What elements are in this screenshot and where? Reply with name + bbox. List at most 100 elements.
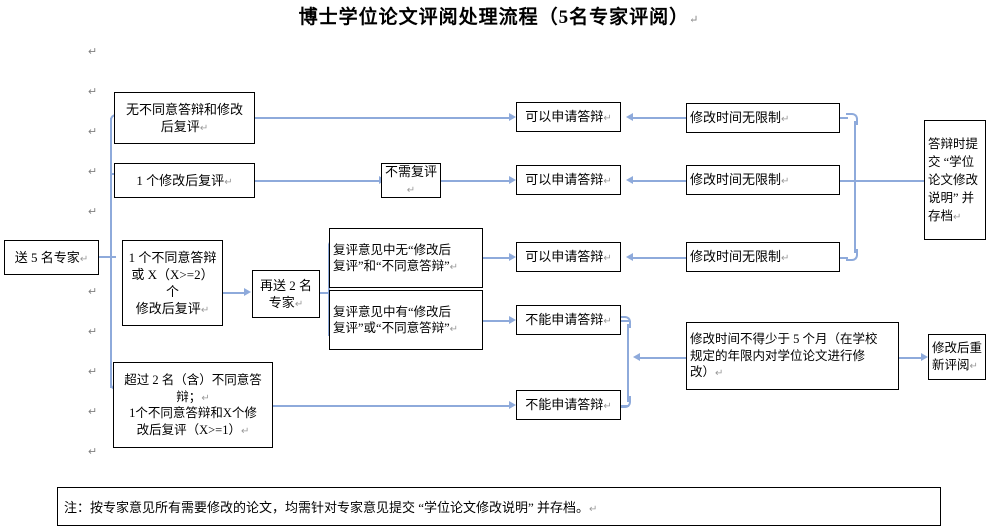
paragraph-mark: ↵ (88, 86, 98, 98)
connector-minfive-to-cannot (640, 357, 686, 359)
node-cannot-apply-defense-1[interactable]: 不能申请答辩↵ (516, 305, 621, 335)
pilcrow-mark: ↵ (689, 14, 700, 26)
node-recheck-opinion-some[interactable]: 复评意见中有“修改后 复评”或“不同意答辩”↵ (329, 290, 483, 350)
pilcrow-mark: ↵ (449, 262, 459, 273)
connector-elbow-submit-top (846, 113, 858, 125)
connector-unlimited3-to-canapply3 (633, 257, 686, 259)
node-re-review-after-revision[interactable]: 修改后重 新评阅↵ (928, 334, 986, 380)
pilcrow-mark: ↵ (715, 368, 724, 380)
node-min-five-months-line3: 改） (690, 365, 716, 380)
node-cannot-apply-defense-2[interactable]: 不能申请答辩↵ (516, 390, 621, 420)
pilcrow-mark: ↵ (781, 176, 790, 188)
node-two-or-more-objections-line1: 超过 2 名（含）不同意答 (124, 373, 262, 387)
connector-unlimited2-to-canapply2 (633, 180, 686, 182)
connector-cannot-bracket (627, 324, 629, 402)
node-min-five-months-line2: 规定的年限内对学位论文进行修 (690, 348, 866, 363)
connector-norecheck-to-canapply2 (441, 180, 511, 182)
paragraph-mark: ↵ (88, 326, 98, 338)
node-can-apply-defense-2[interactable]: 可以申请答辩↵ (516, 165, 621, 195)
node-submit-revision-statement[interactable]: 答辩时提 交 “学位 论文修改 说明” 并 存档↵ (924, 120, 986, 240)
pilcrow-mark: ↵ (224, 176, 233, 188)
node-submit-revision-statement-line1: 答辩时提 (928, 136, 979, 151)
node-submit-revision-statement-line3: 论文修改 (928, 172, 979, 187)
node-recheck-opinion-none-line2: 复评”和“不同意答辩” (333, 259, 450, 273)
node-recheck-opinion-none[interactable]: 复评意见中无“修改后 复评”和“不同意答辩”↵ (329, 228, 483, 288)
pilcrow-mark: ↵ (603, 113, 612, 125)
pilcrow-mark: ↵ (201, 392, 210, 404)
pilcrow-mark: ↵ (406, 185, 416, 197)
page-title-text: 博士学位论文评阅处理流程（5名专家评阅） (298, 7, 690, 28)
connector-elbow-cannot-top (619, 316, 631, 328)
pilcrow-mark: ↵ (603, 401, 612, 413)
connector-outcome3-to-resend (223, 292, 245, 294)
node-can-apply-defense-3-label: 可以申请答辩 (525, 249, 604, 265)
node-can-apply-defense-3[interactable]: 可以申请答辩↵ (516, 242, 621, 272)
node-unlimited-time-3-label: 修改时间无限制 (690, 249, 782, 265)
connector-start-to-trunk (99, 256, 112, 258)
connector-unlimited3-right (840, 257, 848, 259)
node-recheck-opinion-none-line1: 复评意见中无“修改后 (333, 242, 452, 257)
pilcrow-mark: ↵ (781, 114, 790, 126)
node-cannot-apply-defense-1-label: 不能申请答辩 (525, 312, 604, 328)
node-resend-two-experts-line2: 专家 (268, 294, 295, 310)
pilcrow-mark: ↵ (294, 298, 304, 310)
paragraph-mark: ↵ (88, 46, 98, 58)
connector-minfive-to-rereview (899, 357, 923, 359)
node-one-objection-or-x[interactable]: 1 个不同意答辩 或 X（X>=2）个 修改后复评↵ (122, 240, 223, 326)
node-unlimited-time-1-label: 修改时间无限制 (690, 110, 782, 126)
paragraph-mark: ↵ (88, 126, 98, 138)
connector-outcome4-to-cannot2 (273, 405, 511, 407)
node-unlimited-time-2[interactable]: 修改时间无限制↵ (686, 165, 840, 195)
footer-note: 注：按专家意见所有需要修改的论文，均需针对专家意见提交 “学位论文修改说明” 并… (57, 487, 941, 526)
node-can-apply-defense-1-label: 可以申请答辩 (525, 109, 604, 125)
arrowhead-canapply1 (509, 113, 516, 121)
pilcrow-mark: ↵ (241, 425, 250, 437)
connector-resend-out (320, 292, 330, 294)
connector-outcome1-to-canapply1 (255, 117, 511, 119)
node-no-recheck-needed-label: 不需复评 (384, 164, 437, 180)
node-no-objection-line1: 无不同意答辩和修改 (125, 101, 243, 117)
arrowhead-left-canapply3 (626, 253, 633, 261)
arrowhead-rereview (921, 353, 928, 361)
connector-unlimited1-to-canapply1 (633, 117, 686, 119)
pilcrow-mark: ↵ (589, 504, 598, 515)
connector-unlimited2-right (840, 180, 856, 182)
arrowhead-left-canapply1 (626, 113, 633, 121)
paragraph-mark: ↵ (88, 446, 98, 458)
pilcrow-mark: ↵ (200, 305, 210, 317)
pilcrow-mark: ↵ (781, 253, 790, 265)
connector-elbow-cannot-bottom (619, 396, 631, 408)
node-two-or-more-objections-line3: 1个不同意答辩和X个修 (129, 406, 257, 420)
node-one-objection-or-x-line3: 修改后复评 (135, 301, 201, 317)
node-cannot-apply-defense-2-label: 不能申请答辩 (525, 397, 604, 413)
node-no-objection[interactable]: 无不同意答辩和修改 后复评↵ (114, 92, 255, 144)
node-can-apply-defense-1[interactable]: 可以申请答辩↵ (516, 102, 621, 132)
node-recheck-opinion-some-line2: 复评”或“不同意答辩” (333, 321, 450, 335)
node-one-revise-recheck[interactable]: 1 个修改后复评↵ (114, 163, 255, 198)
pilcrow-mark: ↵ (969, 361, 978, 372)
pilcrow-mark: ↵ (449, 324, 459, 335)
connector-trunk-vertical (110, 118, 112, 388)
pilcrow-mark: ↵ (603, 253, 612, 265)
arrowhead-left-canapply2 (626, 176, 633, 184)
paragraph-mark: ↵ (88, 206, 98, 218)
connector-recheckSome-to-cannot1 (483, 320, 511, 322)
paragraph-mark: ↵ (88, 406, 98, 418)
node-no-objection-line2: 后复评 (160, 118, 200, 134)
node-resend-two-experts[interactable]: 再送 2 名 专家↵ (252, 270, 320, 318)
arrowhead-cannot1 (509, 316, 516, 324)
pilcrow-mark: ↵ (79, 253, 89, 265)
node-two-or-more-objections[interactable]: 超过 2 名（含）不同意答 辩；↵ 1个不同意答辩和X个修 改后复评（X>=1）… (113, 362, 273, 448)
node-unlimited-time-3[interactable]: 修改时间无限制↵ (686, 242, 840, 272)
pilcrow-mark: ↵ (199, 122, 209, 134)
node-no-recheck-needed[interactable]: 不需复评 ↵ (381, 163, 441, 198)
node-send-five-experts[interactable]: 送 5 名专家↵ (4, 240, 99, 275)
node-unlimited-time-1[interactable]: 修改时间无限制↵ (686, 103, 840, 133)
node-re-review-after-revision-line2: 新评阅 (932, 358, 970, 372)
arrowhead-cannot2 (509, 401, 516, 409)
pilcrow-mark: ↵ (953, 212, 962, 223)
node-min-five-months[interactable]: 修改时间不得少于 5 个月（在学校 规定的年限内对学位论文进行修 改）↵ (686, 322, 899, 390)
connector-unlimited1-right (840, 117, 848, 119)
node-two-or-more-objections-line4: 改后复评（X>=1） (136, 422, 241, 437)
connector-submit-bracket (854, 121, 856, 253)
